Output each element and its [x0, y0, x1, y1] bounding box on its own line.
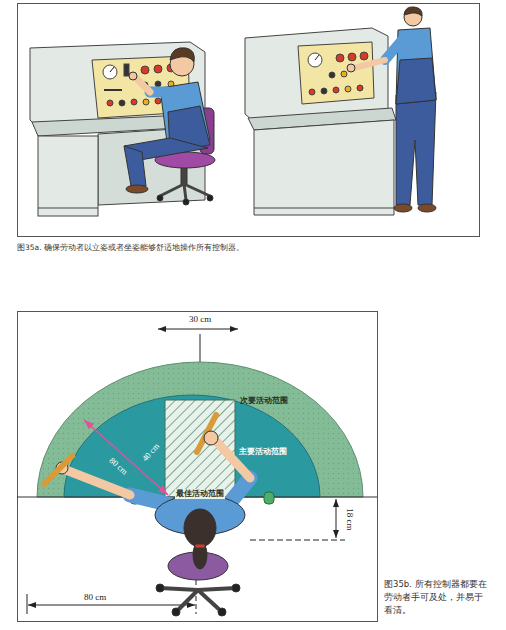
standing-console: [245, 28, 396, 215]
dimension-label: 18 cm: [344, 508, 355, 530]
zone-text-holder: 最佳活动范围: [165, 400, 215, 418]
zone-text-holder: 主要活动范围: [64, 395, 112, 413]
figure-caption: 图35b. 所有控制器都要在劳动者手可及处，并易于看清。: [384, 578, 488, 616]
seated-worker: [124, 48, 215, 205]
activity-zone: 次要活动范围主要活动范围最佳活动范围: [37, 362, 363, 497]
figure-frame: [18, 312, 378, 622]
figure-frame: [18, 4, 480, 237]
activity-zone: 主要活动范围最佳活动范围: [64, 395, 320, 497]
dimension-label: 80 cm: [84, 592, 106, 603]
seated-console: [30, 42, 214, 216]
zone-label: 次要活动范围: [240, 396, 288, 406]
figure-caption: 图35a. 确保劳动者以立姿或者坐姿能够舒适地操作所有控制器。: [17, 243, 244, 252]
worker: [44, 415, 250, 616]
zone-label: 最佳活动范围: [175, 489, 225, 499]
desk-edge: [17, 496, 377, 497]
zone-text-holder: 次要活动范围: [37, 362, 85, 380]
zone-shape: [165, 400, 235, 497]
dimension-label: 30 cm: [189, 314, 211, 325]
activity-zone: 最佳活动范围: [165, 400, 235, 497]
standing-worker: [347, 7, 436, 212]
reach-line: [84, 420, 168, 495]
zone-label: 主要活动范围: [239, 447, 287, 457]
desk-knobs: [130, 492, 274, 504]
